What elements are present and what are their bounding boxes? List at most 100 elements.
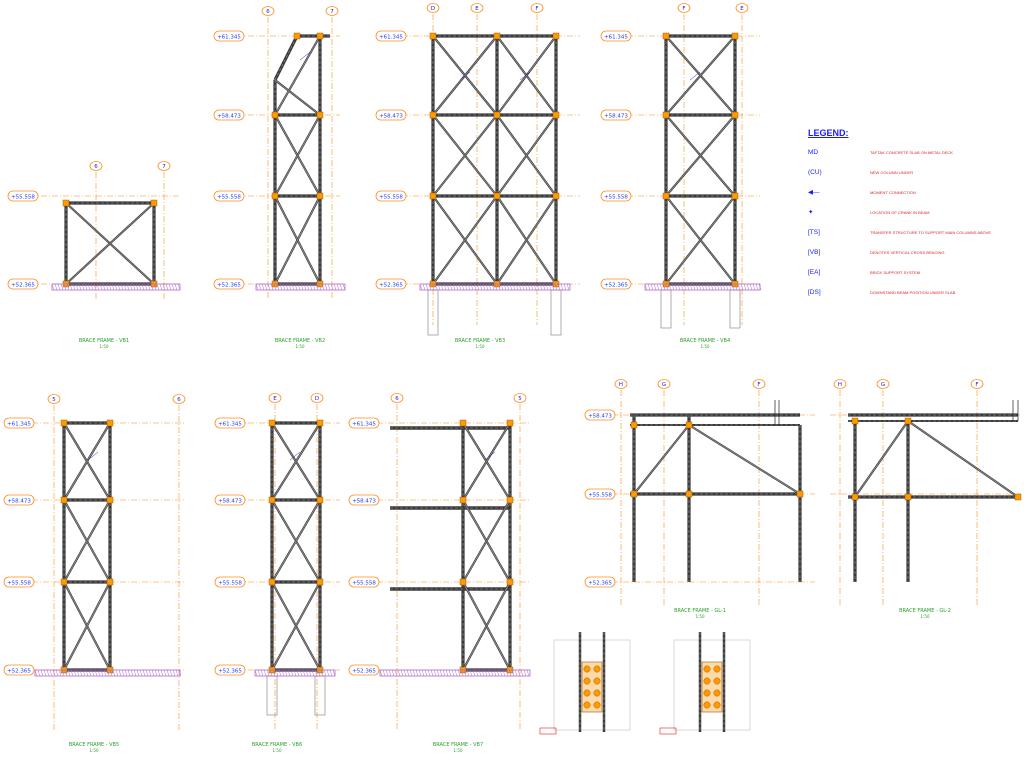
bolt [593,677,601,685]
legend-symbol-vb: [VB] [808,248,821,256]
cross-brace-centreline [633,424,690,495]
ground-hatch [299,669,303,677]
grid-bubble [513,393,527,403]
ground-hatch [467,283,471,291]
grid-bubble [833,379,847,389]
ground-hatch [305,669,309,677]
grid-bubble [470,3,484,13]
level-tag-bubble [600,30,632,42]
grid-label: 6 [177,397,181,403]
grid-label: F [535,6,538,12]
ground-hatch [282,283,286,291]
ground-hatch [454,669,458,677]
connection-plate [271,111,279,119]
level-tag: +58.473 [3,494,35,506]
ground-hatch [499,669,503,677]
grid-bubble [735,3,749,13]
ground-hatch [473,283,477,291]
bolt [593,701,601,709]
cross-brace-centreline [496,114,557,197]
ground-hatch [548,283,552,291]
frame-title: BRACE FRAME - VB7 [433,742,483,748]
level-tag: +52.365 [348,664,380,676]
grid-label: F [975,382,978,388]
grid-bubble [970,379,984,389]
ground-hatch [317,669,321,677]
ground-hatch [79,669,83,677]
ground-hatch [145,669,149,677]
ground-hatch [261,283,265,291]
connection-plate [429,111,437,119]
ground-hatch [142,669,146,677]
ground-hatch [263,669,267,677]
cross-brace-centreline [496,195,557,285]
moment-connection-icon: ◀— [808,189,820,196]
connection-plate [796,490,804,498]
ground-hatch [130,669,134,677]
level-label: +61.345 [379,35,403,41]
ground-hatch [266,669,270,677]
ground-hatch [120,283,124,291]
member-mark [289,451,301,461]
ground-hatch [458,283,462,291]
connection-plate [630,421,638,429]
ground-hatch [279,283,283,291]
connection-plate [662,32,670,40]
level-tag-bubble [600,190,632,202]
ground-hatch [403,669,407,677]
level-label: +58.473 [604,114,628,120]
legend-symbol-md: MD [808,148,819,156]
ground-hatch [160,669,164,677]
connection-plate [662,192,670,200]
ground-hatch [144,283,148,291]
bolt [583,665,591,673]
level-tag-bubble [214,494,246,506]
ground-hatch [287,669,291,677]
connection-plate [271,192,279,200]
level-label: +55.558 [379,195,403,201]
ground-hatch [73,669,77,677]
cross-brace-centreline [854,420,909,498]
connection-plate [1014,493,1022,501]
ground-hatch [275,669,279,677]
cross-brace-centreline [274,195,321,285]
ground-hatch [121,669,125,677]
level-tag: +52.365 [213,278,245,290]
ground-hatch [126,283,130,291]
ground-hatch [463,669,467,677]
connection-plate [60,496,68,504]
level-tag: +61.345 [214,417,246,429]
legend-item-column-under: (CU) NEW COLUMN UNDER [808,162,1018,182]
level-tag-bubble [7,278,39,290]
ground-hatch [84,283,88,291]
member-mark [689,71,701,81]
frame-scale: 1:50 [454,748,463,753]
ground-hatch [469,669,473,677]
ground-hatch [542,283,546,291]
level-tag-bubble [213,30,245,42]
ground-hatch [430,669,434,677]
ground-hatch [560,283,564,291]
ground-hatch [503,283,507,291]
legend-desc: NEW COLUMN UNDER [870,169,914,175]
ground-hatch [446,283,450,291]
level-tag-bubble [375,109,407,121]
ground-hatch [139,669,143,677]
level-label: +52.365 [604,283,628,289]
level-tag: +52.365 [600,278,632,290]
ground-hatch [267,283,271,291]
ground-hatch [419,283,423,291]
ground-hatch [512,283,516,291]
ground-hatch [472,669,476,677]
ground-hatch [312,283,316,291]
ground-hatch [108,283,112,291]
level-tag: +55.558 [584,488,616,500]
ground-hatch [391,669,395,677]
ground-hatch [728,283,732,291]
level-label: +61.345 [218,422,242,428]
ground-hatch [102,283,106,291]
ground-hatch [476,283,480,291]
ground-hatch [330,283,334,291]
ground-hatch [309,283,313,291]
